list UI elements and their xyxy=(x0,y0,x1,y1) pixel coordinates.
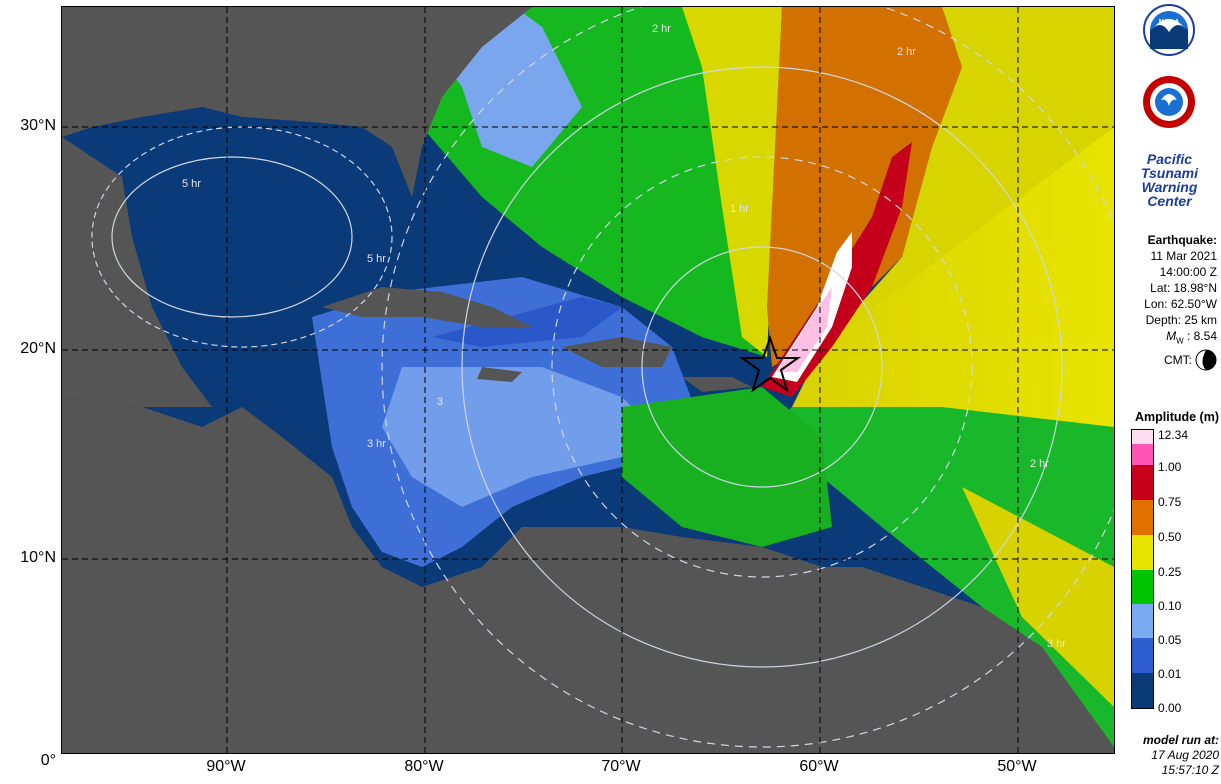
earthquake-date: 11 Mar 2021 xyxy=(1150,249,1218,263)
ptwc-line: Pacific xyxy=(1146,151,1193,167)
model-run-date: 17 Aug 2020 xyxy=(1151,748,1219,762)
cayman-trough xyxy=(432,297,622,347)
yellow-north xyxy=(682,7,782,357)
earthquake-depth: Depth: 25 km xyxy=(1145,313,1217,327)
earthquake-lon: Lon: 62.50°W xyxy=(1144,297,1217,311)
model-run-time: 15:57:10 Z xyxy=(1161,763,1219,777)
longitude-label: 60°W xyxy=(799,758,839,775)
tt-label: 2 hr xyxy=(652,23,671,35)
tt-label: 3 hr xyxy=(367,438,386,450)
colorbar-band xyxy=(1132,673,1153,708)
puerto-rico-land xyxy=(682,377,752,392)
tt-label: 5 hr xyxy=(182,178,201,190)
colorbar-label: 0.50 xyxy=(1158,530,1182,544)
colorbar-band xyxy=(1132,430,1153,444)
north-america-land xyxy=(62,7,532,197)
colorbar-band xyxy=(1132,500,1153,535)
longitude-label: 70°W xyxy=(601,758,641,775)
colorbar-label: 1.00 xyxy=(1158,460,1182,474)
model-run-title: model run at: xyxy=(1142,733,1219,747)
map-frame: 5 hr 5 hr 3 hr 3 1 hr 2 hr 2 hr 2 hr 3 h… xyxy=(61,6,1115,754)
cuba-land xyxy=(322,287,532,327)
cmt-row: CMT: xyxy=(1118,349,1217,371)
tt-label: 5 hr xyxy=(367,253,386,265)
colorbar-band xyxy=(1132,535,1153,570)
south-central-america-land xyxy=(62,397,1114,753)
longitude-label: 90°W xyxy=(206,758,246,775)
mexico-land xyxy=(62,137,212,407)
colorbar-label: 0.05 xyxy=(1158,633,1182,647)
mw-symbol: M xyxy=(1166,329,1177,343)
tt-label: 3 xyxy=(437,396,443,408)
star-icon xyxy=(738,334,802,393)
earthquake-magnitude: MW : 8.54 xyxy=(1118,328,1217,349)
ptwc-line: Tsunami xyxy=(1140,165,1199,181)
colorbar-band xyxy=(1132,604,1153,638)
ptwc-line: Center xyxy=(1147,193,1192,209)
ptwc-line: Warning xyxy=(1141,179,1198,195)
earthquake-info: Earthquake: 11 Mar 2021 14:00:00 Z Lat: … xyxy=(1118,232,1217,371)
earthquake-time: 14:00:00 Z xyxy=(1159,265,1217,279)
noaa-logo-text: NOAA xyxy=(1159,19,1180,26)
latitude-label: 30°N xyxy=(20,117,56,134)
tt-label: 3 hr xyxy=(1047,638,1066,650)
cmt-label: CMT: xyxy=(1164,353,1192,368)
amplitude-title: Amplitude (m) xyxy=(1134,410,1219,424)
longitude-label: 50°W xyxy=(997,758,1037,775)
jamaica-land xyxy=(477,367,522,382)
model-run-info: model run at: 17 Aug 2020 15:57:10 Z xyxy=(1118,733,1219,778)
pink-beam xyxy=(777,287,832,372)
yellow-se xyxy=(962,487,1114,707)
info-panel: NOAA Pacific Tsunami Warning Center Eart… xyxy=(1118,0,1221,784)
tt-label: 1 hr xyxy=(730,203,749,215)
earthquake-lat: Lat: 18.98°N xyxy=(1150,281,1217,295)
colorbar-label: 0.75 xyxy=(1158,495,1182,509)
colorbar-label: 0.25 xyxy=(1158,565,1182,579)
latitude-label: 20°N xyxy=(20,340,56,357)
yellow-ne xyxy=(822,7,1114,347)
mw-value: : 8.54 xyxy=(1183,329,1217,343)
beachball-icon xyxy=(1195,349,1217,371)
red-beam xyxy=(762,142,912,397)
orange-wedge xyxy=(767,7,962,367)
colorbar-label: 12.34 xyxy=(1158,428,1189,442)
mw-sub: W xyxy=(1176,336,1184,346)
colorbar-label: 0.00 xyxy=(1158,701,1182,715)
colorbar-label: 0.10 xyxy=(1158,599,1182,613)
tsunami-energy-map: 5 hr 5 hr 3 hr 3 1 hr 2 hr 2 hr 2 hr 3 h… xyxy=(62,7,1114,753)
caribbean-light xyxy=(382,367,662,507)
latitude-label: 10°N xyxy=(20,549,56,566)
longitude-label: 80°W xyxy=(404,758,444,775)
yellow-east xyxy=(792,127,1114,427)
colorbar-band xyxy=(1132,465,1153,500)
amplitude-colorbar xyxy=(1131,429,1154,709)
ptwc-name: Pacific Tsunami Warning Center xyxy=(1118,152,1221,208)
colorbar-band xyxy=(1132,638,1153,673)
tt-label: 2 hr xyxy=(897,46,916,58)
colorbar-band xyxy=(1132,570,1153,604)
tt-label: 2 hr xyxy=(1030,458,1049,470)
latitude-label: 0° xyxy=(40,752,56,769)
earthquake-title: Earthquake: xyxy=(1147,233,1217,247)
green-south xyxy=(622,387,832,547)
green-east xyxy=(762,407,1114,747)
graticule xyxy=(62,7,1114,753)
colorbar-label: 0.01 xyxy=(1158,667,1182,681)
nws-logo xyxy=(1143,76,1195,128)
noaa-logo: NOAA xyxy=(1143,4,1195,56)
